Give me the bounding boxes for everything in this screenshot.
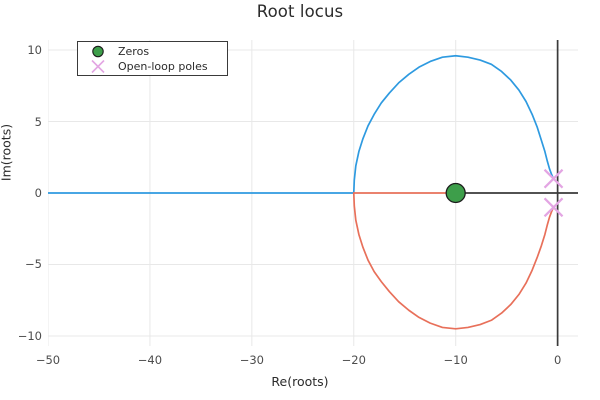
y-tick-label: 10: [27, 43, 42, 57]
chart-title: Root locus: [256, 2, 344, 21]
y-tick-label: −10: [17, 328, 42, 343]
legend-item-poles: Open-loop poles: [78, 59, 227, 74]
x-tick-label: −50: [35, 353, 61, 367]
legend-label-zeros: Zeros: [118, 45, 150, 58]
plot-canvas: [48, 40, 578, 346]
legend-item-zeros: Zeros: [78, 44, 227, 59]
x-tick-label: 0: [553, 353, 562, 367]
zero-markers: [445, 182, 466, 204]
y-tick-label: −5: [25, 257, 42, 272]
plot-area: [48, 40, 578, 346]
x-tick-label: −30: [239, 353, 264, 367]
legend-label-poles: Open-loop poles: [118, 60, 208, 73]
open-loop-pole-markers: [543, 168, 564, 218]
poles-legend-icon: [78, 59, 118, 74]
zeros-legend-icon: [78, 44, 118, 59]
axis-lines: [455, 40, 578, 346]
x-axis-label: Re(roots): [271, 374, 329, 389]
x-tick-label: −10: [443, 353, 468, 367]
x-tick-label: −20: [341, 353, 366, 367]
y-tick-label: 5: [34, 114, 42, 129]
legend-box: Zeros Open-loop poles: [77, 41, 228, 76]
locus-branches: [48, 54, 555, 330]
y-tick-label: 0: [34, 186, 42, 200]
x-tick-label: −40: [137, 353, 163, 367]
